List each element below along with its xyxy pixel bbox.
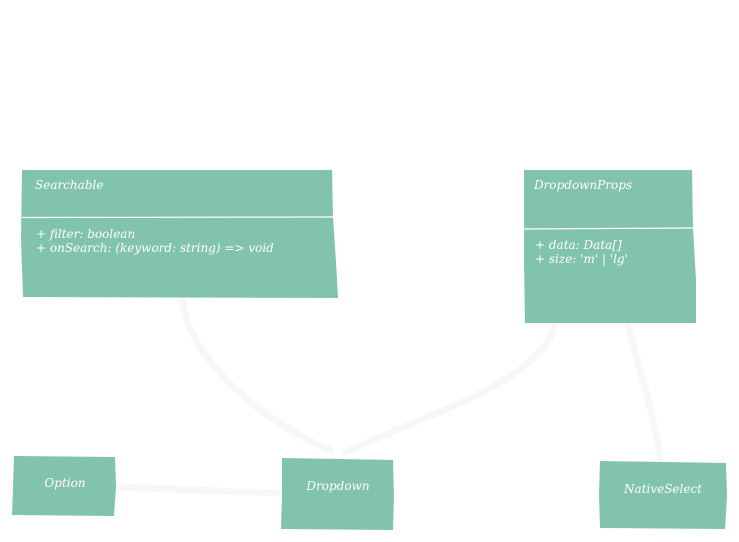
class-searchable-member: + onSearch: (keyword: string) => void: [36, 241, 274, 255]
node-native-select-box: [599, 461, 727, 529]
class-dropdown-props-member: + size: 'm' | 'lg': [535, 252, 628, 266]
edge-option-dropdown: [113, 483, 285, 497]
node-dropdown-name: Dropdown: [305, 479, 369, 493]
connectors: [113, 296, 664, 497]
edge-dropdownprops-dropdown: [341, 321, 559, 456]
edge-searchable-dropdown: [178, 296, 334, 454]
node-dropdown-box: [281, 458, 394, 530]
node-option[interactable]: Option: [12, 456, 116, 516]
class-searchable-box: [21, 170, 338, 298]
node-dropdown[interactable]: Dropdown: [281, 458, 394, 530]
class-searchable-divider: [21, 216, 334, 219]
class-searchable-member: + filter: boolean: [36, 227, 135, 241]
class-dropdown-props-member: + data: Data[]: [535, 238, 622, 252]
node-native-select-name: NativeSelect: [623, 482, 702, 496]
node-native-select[interactable]: NativeSelect: [599, 461, 727, 529]
class-dropdown-props[interactable]: DropdownProps + data: Data[] + size: 'm'…: [523, 170, 696, 323]
class-dropdown-props-name: DropdownProps: [533, 178, 632, 192]
class-searchable[interactable]: Searchable + filter: boolean + onSearch:…: [21, 170, 338, 298]
node-option-name: Option: [44, 476, 85, 490]
class-searchable-name: Searchable: [35, 178, 103, 192]
edge-dropdownprops-nativeselect: [624, 321, 664, 462]
class-dropdown-props-box: [524, 170, 696, 323]
node-option-box: [12, 456, 116, 516]
class-dropdown-props-divider: [523, 227, 694, 230]
